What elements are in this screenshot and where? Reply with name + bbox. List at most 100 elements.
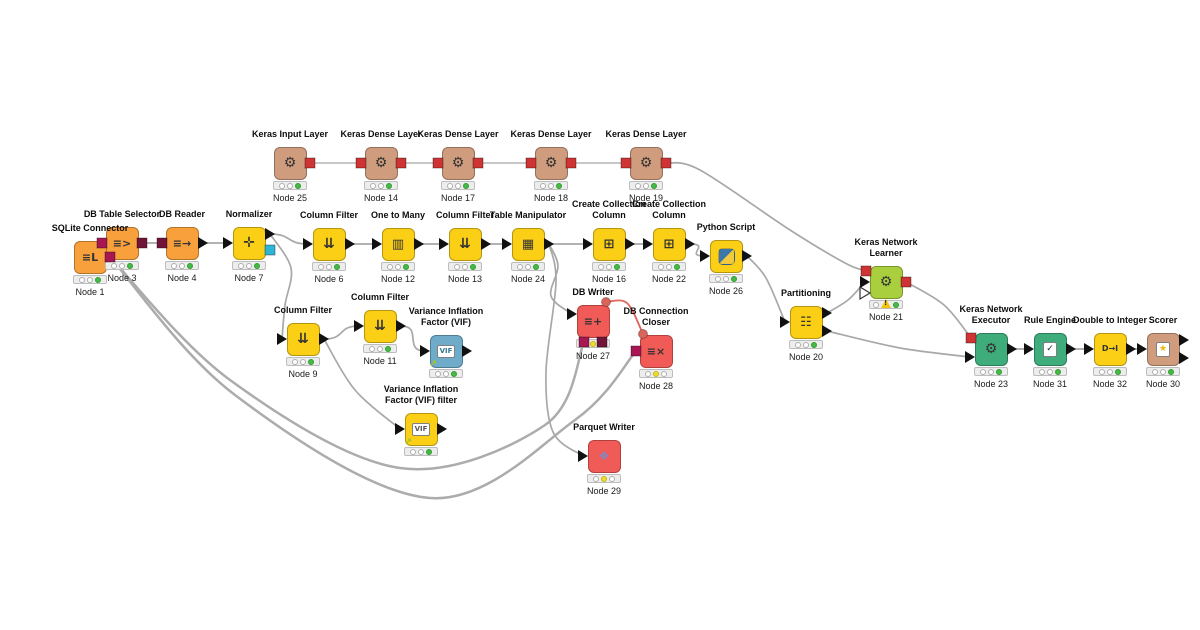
node-icon: ≡→ [172, 236, 192, 250]
node-status-traffic-light [576, 339, 610, 348]
node-number-label[interactable]: Node 26 [708, 286, 744, 296]
status-light-off [370, 182, 376, 189]
node-number-label[interactable]: Node 18 [533, 193, 569, 203]
connection-db-writer.fv-to-db-connection-closer.fv[interactable] [605, 299, 644, 335]
node-column-filter-13[interactable]: ⇊ [448, 227, 482, 261]
status-light-off [87, 276, 93, 283]
node-number-label[interactable]: Node 1 [75, 287, 105, 297]
node-keras-dense-17[interactable]: ⚙ [441, 146, 475, 180]
node-status-traffic-light [364, 181, 398, 190]
node-table-manipulator[interactable]: ▦ [511, 227, 545, 261]
node-number-label[interactable]: Node 4 [167, 273, 197, 283]
node-number-label[interactable]: Node 27 [575, 351, 611, 361]
node-keras-dense-19[interactable]: ⚙ [629, 146, 663, 180]
node-number-label[interactable]: Node 3 [107, 273, 137, 283]
node-icon: ≡> [112, 236, 132, 250]
node-keras-dense-14[interactable]: ⚙ [364, 146, 398, 180]
node-vif-filter[interactable]: VIF↗ [404, 412, 438, 446]
node-number-label[interactable]: Node 19 [628, 193, 664, 203]
node-number-label[interactable]: Node 9 [288, 369, 318, 379]
node-number-label[interactable]: Node 32 [1092, 379, 1128, 389]
node-number-label[interactable]: Node 17 [440, 193, 476, 203]
node-name-line: Keras Input Layer [251, 129, 329, 139]
node-column-filter-9[interactable]: ⇊ [286, 322, 320, 356]
node-number-label[interactable]: Node 22 [651, 274, 687, 284]
connection-partitioning.o2-to-keras-executor.data[interactable] [826, 330, 971, 358]
status-light-green [385, 345, 391, 352]
connection-table-manipulator.out-to-parquet-writer.in[interactable] [545, 243, 584, 457]
node-python-script[interactable] [709, 239, 743, 273]
node-number-label[interactable]: Node 29 [586, 486, 622, 496]
node-number-label[interactable]: Node 11 [363, 356, 397, 366]
node-create-collection-16[interactable]: ⊞ [592, 227, 626, 261]
node-number-label[interactable]: Node 14 [363, 193, 399, 203]
node-icon: ★ [1155, 341, 1171, 357]
node-column-filter-11[interactable]: ⇊ [363, 309, 397, 343]
node-normalizer[interactable]: ✛ [232, 226, 266, 260]
node-status-traffic-light [652, 262, 686, 271]
node-number-label[interactable]: Node 25 [272, 193, 308, 203]
node-rule-engine[interactable]: ✓ [1033, 332, 1067, 366]
status-light-green [996, 368, 1002, 375]
node-name-line: Keras Network [854, 237, 918, 247]
connection-sqlite-connector.out-to-db-connection-closer.dbin[interactable] [108, 255, 638, 500]
status-light-off [443, 370, 449, 377]
node-icon: ≡+ [583, 314, 603, 328]
node-status-traffic-light [1033, 367, 1067, 376]
node-number-label[interactable]: Node 23 [973, 379, 1009, 389]
node-db-writer[interactable]: ≡+ [576, 304, 610, 338]
node-name-label: Normalizer [169, 209, 329, 220]
node-number-label[interactable]: Node 12 [380, 274, 416, 284]
node-name-label: DB Reader [102, 209, 262, 220]
connection-keras-learner.out-to-keras-executor.keras[interactable] [905, 281, 972, 339]
node-number-label[interactable]: Node 30 [1145, 379, 1181, 389]
node-number-label[interactable]: Node 21 [868, 312, 904, 322]
node-double-to-integer[interactable]: D→I [1093, 332, 1127, 366]
node-name-line: DB Connection [623, 306, 689, 316]
node-column-filter-6[interactable]: ⇊ [312, 227, 346, 261]
node-number-label[interactable]: Node 24 [510, 274, 546, 284]
status-light-off [582, 340, 588, 347]
node-number-label[interactable]: Node 6 [314, 274, 344, 284]
node-sqlite-connector[interactable]: ≡L [73, 240, 107, 274]
node-name-line: Keras Dense Layer [340, 129, 422, 139]
node-name-label: Partitioning [726, 288, 886, 299]
node-name-line: SQLite Connector [51, 223, 129, 233]
status-light-green [334, 263, 340, 270]
status-light-off [326, 263, 332, 270]
status-light-off [598, 340, 604, 347]
node-number-label[interactable]: Node 28 [638, 381, 674, 391]
node-name-line: Table Manipulator [489, 210, 567, 220]
status-light-green [95, 276, 101, 283]
node-name-line: Keras Dense Layer [605, 129, 687, 139]
connection-column-filter-9.out-to-vif-filter.in[interactable] [323, 338, 401, 430]
node-keras-input[interactable]: ⚙ [273, 146, 307, 180]
node-keras-dense-18[interactable]: ⚙ [534, 146, 568, 180]
connection-sqlite-connector.out-to-db-writer.dbin[interactable] [108, 255, 586, 471]
node-number-label[interactable]: Node 31 [1032, 379, 1068, 389]
node-scorer[interactable]: ★ [1146, 332, 1180, 366]
node-parquet-writer[interactable]: ❖ [587, 439, 621, 473]
node-vif[interactable]: VIF↗ [429, 334, 463, 368]
node-name-line: Factor (VIF) [420, 317, 471, 327]
node-number-label[interactable]: Node 13 [447, 274, 483, 284]
node-db-connection-closer[interactable]: ≡× [639, 334, 673, 368]
node-create-collection-22[interactable]: ⊞ [652, 227, 686, 261]
node-name-line: Create Collection [571, 199, 647, 209]
node-number-label[interactable]: Node 16 [591, 274, 627, 284]
node-number-label[interactable]: Node 20 [788, 352, 824, 362]
connection-keras-dense-19.out-to-keras-learner.keras[interactable] [665, 161, 867, 272]
node-number-label[interactable]: Node 7 [234, 273, 264, 283]
node-one-to-many[interactable]: ▥ [381, 227, 415, 261]
node-status-traffic-light [639, 369, 673, 378]
node-partitioning[interactable]: ☷ [789, 305, 823, 339]
connection-normalizer.out-to-column-filter-9.in[interactable] [269, 233, 293, 340]
node-db-reader[interactable]: ≡→ [165, 226, 199, 260]
connection-table-manipulator.out-to-db-writer.in[interactable] [548, 243, 573, 315]
node-name-line: Column Filter [351, 292, 409, 302]
node-keras-executor[interactable]: ⚙ [974, 332, 1008, 366]
node-icon: ⇊ [323, 236, 335, 252]
